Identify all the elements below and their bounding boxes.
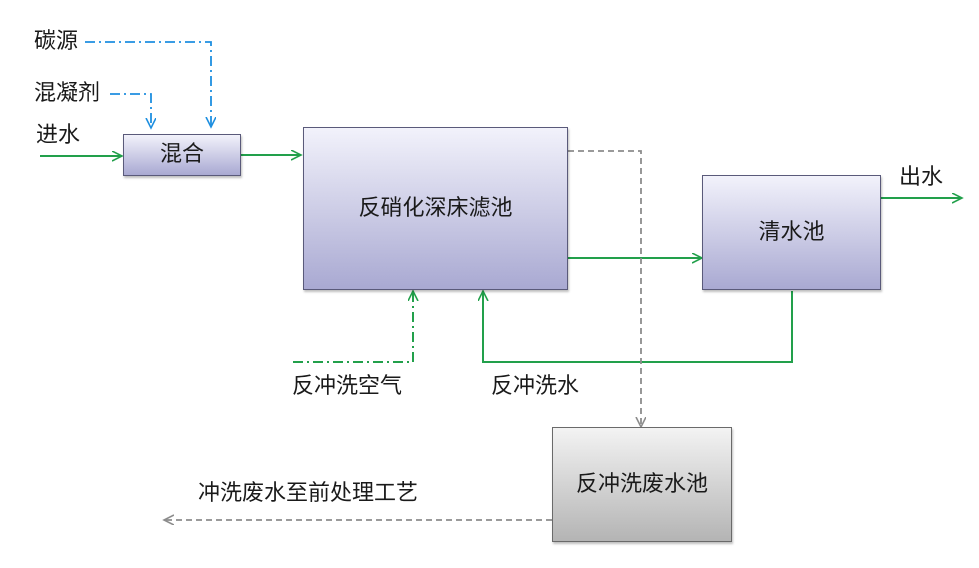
backwash-water-label: 反冲洗水: [491, 374, 580, 399]
backwash-wastewater-tank-box: 反冲洗废水池: [552, 427, 732, 542]
effluent-label: 出水: [899, 165, 944, 190]
denitrification-filter-label: 反硝化深床滤池: [358, 195, 513, 221]
backwash-wastewater-tank-label: 反冲洗废水池: [575, 471, 708, 497]
backwash-water-line: [483, 291, 793, 363]
denitrification-filter-box: 反硝化深床滤池: [303, 127, 568, 290]
wastewater-return-label: 冲洗废水至前处理工艺: [198, 481, 419, 506]
coagulant-label: 混凝剂: [34, 81, 101, 106]
clear-water-tank-box: 清水池: [702, 175, 881, 290]
backwash-air-line: [293, 292, 413, 363]
backwash-air-label: 反冲洗空气: [292, 374, 403, 399]
clear-water-tank-label: 清水池: [758, 219, 825, 245]
coagulant-line: [110, 93, 151, 127]
carbon-source-label: 碳源: [34, 29, 79, 54]
influent-label: 进水: [36, 123, 81, 148]
mixing-label: 混合: [159, 142, 204, 167]
mixing-box: 混合: [123, 134, 241, 176]
carbon-source-line: [85, 41, 211, 126]
filter-to-wastewater-line: [568, 150, 641, 426]
